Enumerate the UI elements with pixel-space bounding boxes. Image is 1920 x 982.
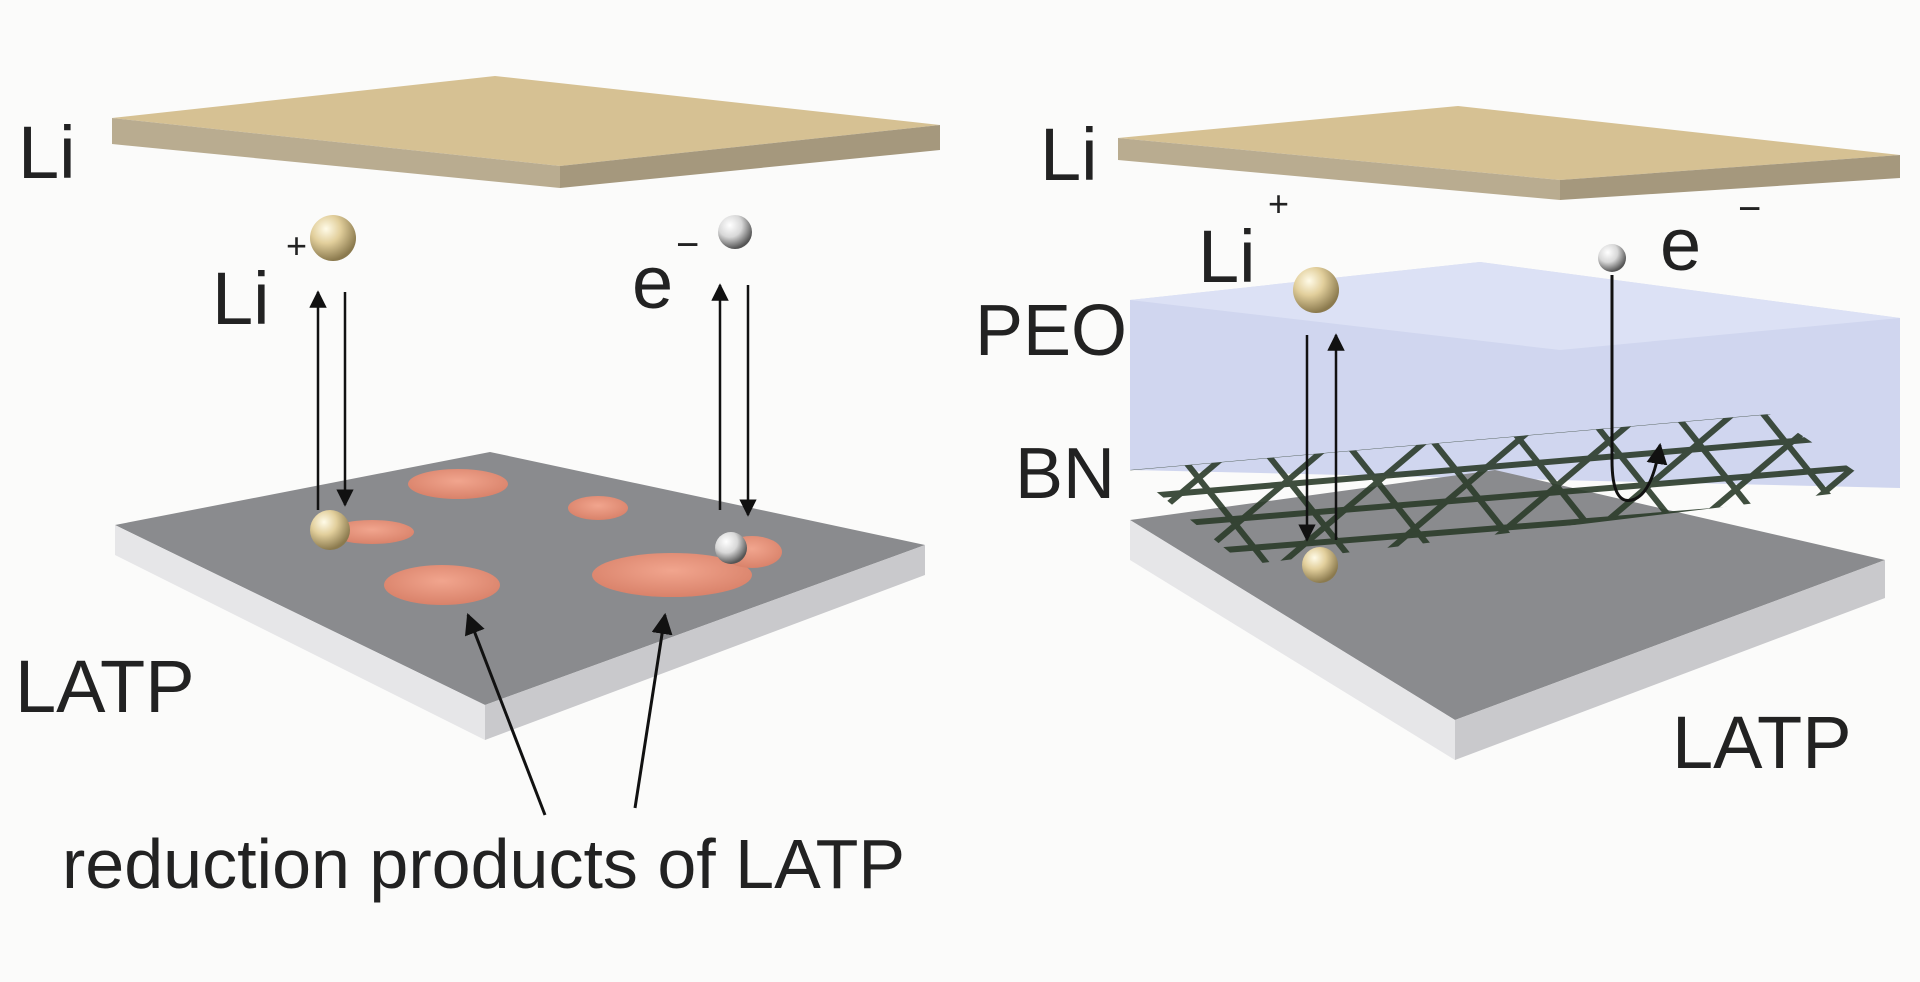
- li-ion-particle: [1293, 267, 1339, 313]
- right-latp-label: LATP: [1672, 701, 1852, 784]
- electron-particle: [715, 532, 747, 564]
- svg-text:Li: Li: [1198, 215, 1256, 298]
- reduction-blob: [408, 469, 508, 499]
- svg-text:+: +: [286, 225, 307, 266]
- left-latp-slab: [115, 452, 925, 740]
- left-li-label: Li: [18, 111, 76, 194]
- li-ion-particle: [310, 510, 350, 550]
- peo-label: PEO: [975, 291, 1127, 371]
- reduction-blob: [384, 565, 500, 605]
- reduction-blob: [330, 520, 414, 544]
- svg-text:e: e: [632, 241, 673, 324]
- right-li-ion-label: Li +: [1198, 183, 1289, 298]
- reduction-blob: [592, 553, 752, 597]
- left-electron-label: e −: [632, 223, 699, 324]
- svg-text:−: −: [1738, 187, 1761, 231]
- svg-text:Li: Li: [212, 257, 270, 340]
- right-panel: Li Li + e − PEO BN LATP: [975, 106, 1900, 784]
- right-li-label: Li: [1040, 113, 1098, 196]
- pointer-arrow: [464, 613, 547, 816]
- electron-particle: [718, 215, 752, 249]
- electron-blocked-arrow: [1610, 275, 1668, 502]
- left-li-ion-label: Li +: [212, 225, 307, 340]
- pointer-arrow: [633, 612, 673, 809]
- li-ion-particle: [1302, 547, 1338, 583]
- svg-text:−: −: [676, 223, 699, 267]
- left-lithium-slab: [112, 76, 940, 188]
- svg-text:e: e: [1660, 203, 1701, 286]
- right-lithium-slab: [1118, 106, 1900, 200]
- reduction-products-caption: reduction products of LATP: [62, 825, 905, 903]
- svg-text:+: +: [1268, 183, 1289, 224]
- reduction-blob: [568, 496, 628, 520]
- left-latp-label: LATP: [15, 645, 195, 728]
- left-panel: Li Li + e − LATP reduction products of L…: [15, 76, 940, 903]
- li-ion-particle: [310, 215, 356, 261]
- right-electron-label: e −: [1660, 187, 1761, 286]
- bn-label: BN: [1015, 434, 1115, 514]
- electron-particle: [1598, 244, 1626, 272]
